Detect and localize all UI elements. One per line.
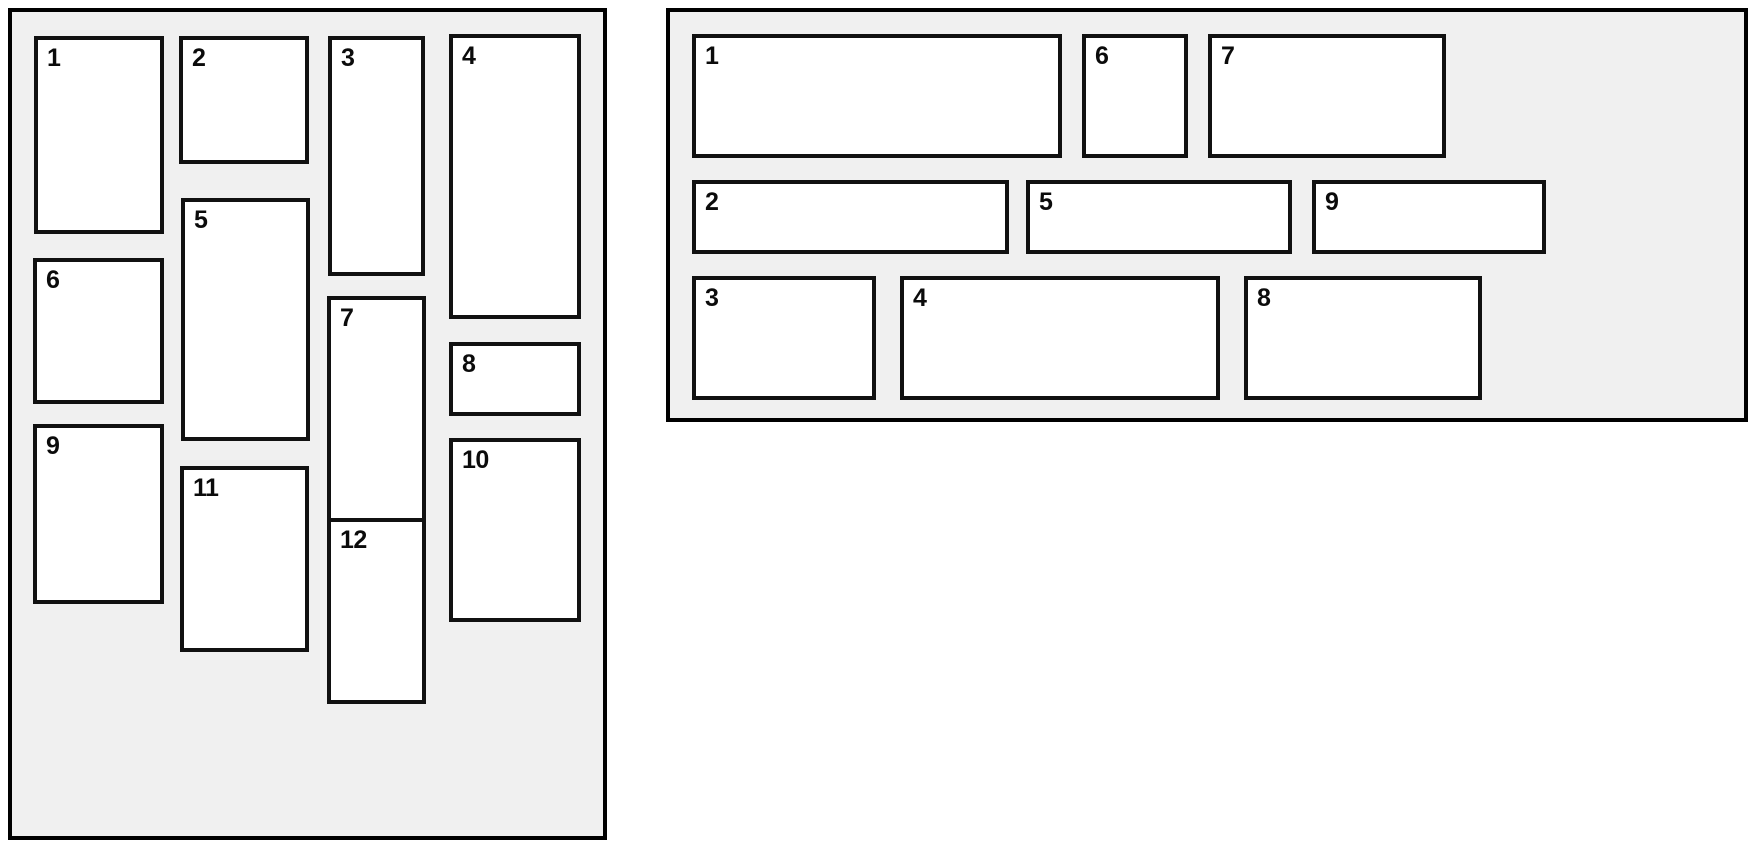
- region-order-label: 4: [462, 42, 476, 70]
- region-box-7[interactable]: 7: [327, 296, 426, 560]
- region-box-8[interactable]: 8: [449, 342, 581, 416]
- region-box-10[interactable]: 10: [449, 438, 581, 622]
- region-box-3[interactable]: 3: [692, 276, 876, 400]
- region-box-2[interactable]: 2: [179, 36, 309, 164]
- region-box-5[interactable]: 5: [1026, 180, 1292, 254]
- region-order-label: 3: [705, 284, 719, 312]
- region-order-label: 5: [194, 206, 208, 234]
- region-order-label: 9: [1325, 188, 1339, 216]
- region-box-9[interactable]: 9: [1312, 180, 1546, 254]
- region-order-label: 2: [192, 44, 206, 72]
- region-order-label: 8: [462, 350, 476, 378]
- right-panel: 1 6 7 2 5 9 3 4 8: [666, 8, 1748, 422]
- region-order-label: 1: [705, 42, 719, 70]
- region-order-label: 6: [46, 266, 60, 294]
- region-order-label: 2: [705, 188, 719, 216]
- region-order-label: 7: [340, 304, 354, 332]
- region-box-12[interactable]: 12: [327, 518, 426, 704]
- region-order-label: 3: [341, 44, 355, 72]
- region-box-6[interactable]: 6: [33, 258, 164, 404]
- region-box-7[interactable]: 7: [1208, 34, 1446, 158]
- region-order-label: 10: [462, 446, 489, 474]
- region-order-label: 7: [1221, 42, 1235, 70]
- region-box-2[interactable]: 2: [692, 180, 1009, 254]
- region-box-1[interactable]: 1: [34, 36, 164, 234]
- region-box-1[interactable]: 1: [692, 34, 1062, 158]
- region-order-label: 9: [46, 432, 60, 460]
- region-box-3[interactable]: 3: [328, 36, 425, 276]
- region-box-4[interactable]: 4: [900, 276, 1220, 400]
- region-order-label: 8: [1257, 284, 1271, 312]
- region-box-9[interactable]: 9: [33, 424, 164, 604]
- region-order-label: 4: [913, 284, 927, 312]
- region-order-label: 11: [193, 474, 219, 502]
- region-box-6[interactable]: 6: [1082, 34, 1188, 158]
- region-box-11[interactable]: 11: [180, 466, 309, 652]
- region-box-8[interactable]: 8: [1244, 276, 1482, 400]
- region-order-label: 5: [1039, 188, 1053, 216]
- region-order-label: 6: [1095, 42, 1109, 70]
- region-box-5[interactable]: 5: [181, 198, 310, 441]
- region-order-label: 12: [340, 526, 367, 554]
- region-order-label: 1: [47, 44, 61, 72]
- region-box-4[interactable]: 4: [449, 34, 581, 319]
